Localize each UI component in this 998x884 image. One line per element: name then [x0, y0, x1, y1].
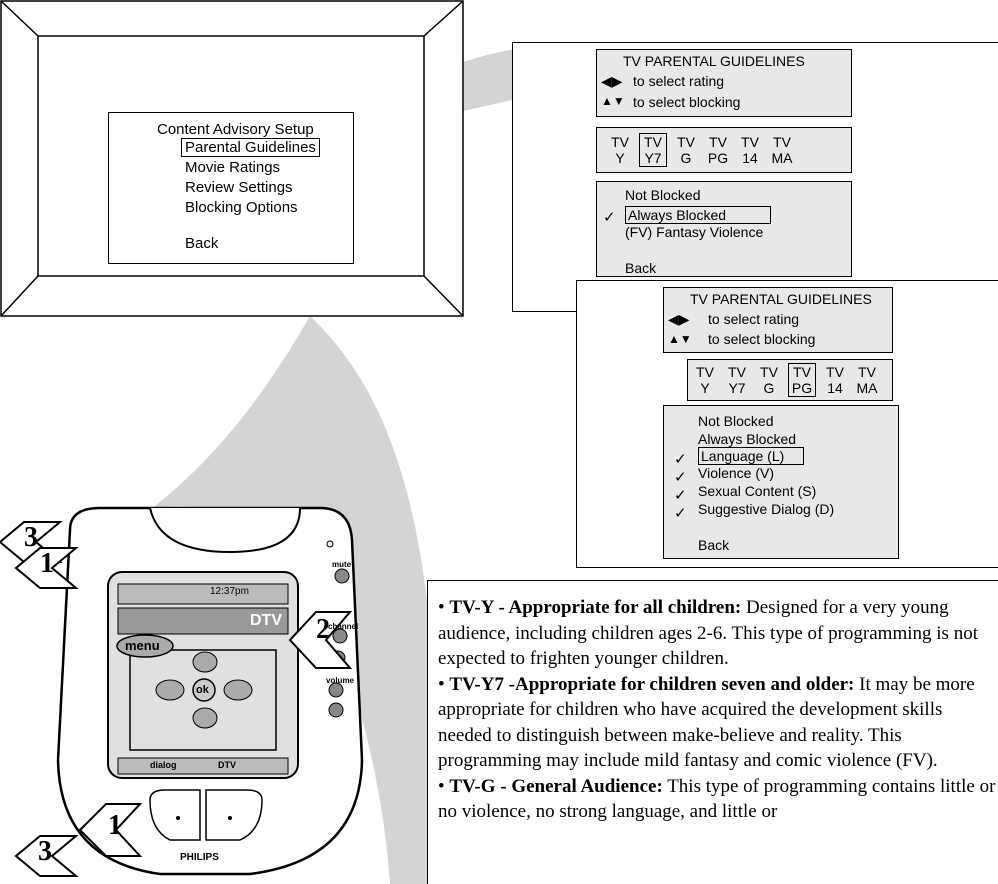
hint-select-blocking: to select blocking	[708, 331, 815, 347]
option-not-blocked[interactable]: Not Blocked	[698, 413, 773, 429]
menu-item-parental-guidelines[interactable]: Parental Guidelines	[185, 139, 320, 156]
option-always-blocked[interactable]: Always Blocked	[625, 206, 771, 224]
remote-brand: PHILIPS	[180, 852, 219, 863]
option-fantasy-violence[interactable]: (FV) Fantasy Violence	[625, 224, 763, 240]
dialog-label: dialog	[150, 760, 177, 770]
checkmark-icon: ✓	[674, 450, 687, 468]
checkmark-icon: ✓	[674, 486, 687, 504]
menu-item-blocking-options[interactable]: Blocking Options	[185, 199, 298, 216]
volume-label: volume	[326, 676, 354, 685]
up-down-arrows-icon: ▲▼	[601, 94, 625, 108]
left-right-arrows-icon: ◀▶	[601, 73, 623, 90]
guide-paragraph-tv-y7: • TV-Y7 -Appropriate for children seven …	[438, 672, 998, 774]
hint-select-rating: to select rating	[633, 73, 724, 89]
mute-label: mute	[332, 560, 351, 569]
option-language[interactable]: Language (L)	[698, 447, 804, 465]
step-label-3-bottom: 3	[38, 836, 52, 868]
checkmark-icon: ✓	[674, 468, 687, 486]
guidelines-header-box: TV PARENTAL GUIDELINES ◀▶ to select rati…	[596, 49, 852, 117]
menu-item-movie-ratings[interactable]: Movie Ratings	[185, 159, 280, 176]
guide-paragraph-tv-g: • TV-G - General Audience: This type of …	[438, 774, 998, 825]
option-back[interactable]: Back	[625, 260, 656, 276]
remote-time: 12:37pm	[210, 586, 249, 597]
option-not-blocked[interactable]: Not Blocked	[625, 187, 700, 203]
left-right-arrows-icon: ◀▶	[668, 311, 690, 328]
checkmark-icon: ✓	[603, 208, 616, 226]
option-sexual-content[interactable]: Sexual Content (S)	[698, 483, 816, 499]
option-always-blocked[interactable]: Always Blocked	[698, 431, 796, 447]
remote-dtv-label: DTV	[250, 612, 282, 630]
dtv-small-label: DTV	[218, 760, 236, 770]
up-down-arrows-icon: ▲▼	[668, 332, 692, 346]
blocking-options-box: Not Blocked ✓ Always Blocked (FV) Fantas…	[596, 181, 852, 277]
checkmark-icon: ✓	[674, 504, 687, 522]
menu-item-review-settings[interactable]: Review Settings	[185, 179, 293, 196]
option-back[interactable]: Back	[698, 537, 729, 553]
content-advisory-menu: Content Advisory Setup Parental Guidelin…	[108, 112, 354, 264]
menu-item-back[interactable]: Back	[185, 235, 218, 252]
hint-select-rating: to select rating	[708, 311, 799, 327]
step-label-1-top: 1	[40, 548, 54, 580]
guide-paragraph-tv-y: • TV-Y - Appropriate for all children: D…	[438, 595, 998, 672]
hint-select-blocking: to select blocking	[633, 94, 740, 110]
panel-tv-y7: TV PARENTAL GUIDELINES ◀▶ to select rati…	[512, 42, 998, 312]
menu-button[interactable]: menu	[125, 638, 160, 653]
ok-button[interactable]: ok	[196, 684, 209, 696]
option-violence[interactable]: Violence (V)	[698, 465, 774, 481]
channel-label: channel	[328, 622, 358, 631]
remote-control	[0, 500, 380, 884]
menu-title: Content Advisory Setup	[157, 121, 314, 138]
guidelines-title: TV PARENTAL GUIDELINES	[623, 53, 805, 69]
step-label-1-bottom: 1	[108, 810, 122, 842]
guidelines-header-box: TV PARENTAL GUIDELINES ◀▶ to select rati…	[663, 287, 893, 353]
option-suggestive-dialog[interactable]: Suggestive Dialog (D)	[698, 501, 834, 517]
ratings-description: • TV-Y - Appropriate for all children: D…	[427, 580, 998, 884]
panel-tv-pg: TV PARENTAL GUIDELINES ◀▶ to select rati…	[576, 280, 998, 568]
guidelines-title: TV PARENTAL GUIDELINES	[690, 291, 872, 307]
step-label-3-top: 3	[24, 522, 38, 554]
blocking-options-box: Not Blocked Always Blocked ✓ Language (L…	[663, 405, 899, 559]
